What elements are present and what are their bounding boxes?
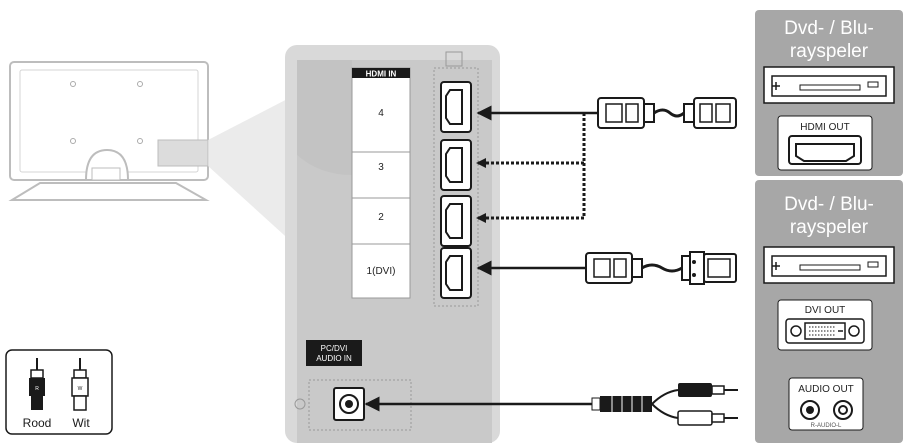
hdmi-plug-icon [585, 252, 643, 284]
device-top-title-line2: rayspeler [790, 41, 869, 62]
legend-label-rood: Rood [23, 416, 52, 430]
legend-plug-mark-red: R [35, 386, 39, 392]
dvi-out-label: DVI OUT [805, 305, 846, 316]
rca-plug-icon [29, 358, 45, 410]
audio-out-sub-label: R-AUDIO-L [811, 423, 842, 429]
hdmi-plug-icon [683, 97, 737, 129]
audio-jack-icon [800, 400, 853, 420]
hdmi-port-icon [440, 195, 472, 247]
rca-plug-icon [677, 410, 738, 426]
hdmi-in-header-bg [352, 68, 410, 78]
dvi-port-icon [785, 318, 865, 344]
device-top-title-line1: Dvd- / Blu- [784, 18, 874, 39]
hdmi-in-header: HDMI IN [366, 70, 397, 79]
hdmi-port-label-1: 1(DVI) [367, 266, 396, 277]
rca-plug-icon [678, 383, 738, 397]
hdmi-out-label: HDMI OUT [800, 122, 849, 133]
rca-plug-icon [71, 358, 89, 411]
audio-in-label-bg [306, 340, 362, 366]
audio-out-label: AUDIO OUT [798, 384, 854, 395]
hdmi-port-label-4: 4 [378, 108, 384, 119]
audio-jack-icon [294, 387, 365, 421]
audio-in-label-line1: PC/DVI [321, 344, 348, 353]
hdmi-port-label-2: 2 [378, 212, 384, 223]
player-icon [763, 246, 895, 284]
audio-in-label-line2: AUDIO IN [316, 354, 352, 363]
player-icon [763, 66, 895, 104]
tv-rear-icon [8, 61, 295, 245]
hdmi-port-icon [440, 81, 472, 133]
hdmi-port-icon [440, 247, 472, 299]
dvi-plug-icon [681, 251, 737, 285]
device-bottom-title-line2: rayspeler [790, 217, 869, 238]
audio-splitter [591, 389, 679, 419]
device-bottom-title-line1: Dvd- / Blu- [784, 194, 874, 215]
legend-plug-mark-white: W [78, 386, 83, 392]
hdmi-label-strip [351, 67, 411, 299]
hdmi-port-label-3: 3 [378, 162, 384, 173]
alternative-connection-dotted [478, 113, 586, 220]
hdmi-plug-icon [597, 97, 655, 129]
hdmi-port-icon [788, 135, 862, 165]
hdmi-port-icon [440, 139, 472, 191]
legend-label-wit: Wit [72, 416, 90, 430]
